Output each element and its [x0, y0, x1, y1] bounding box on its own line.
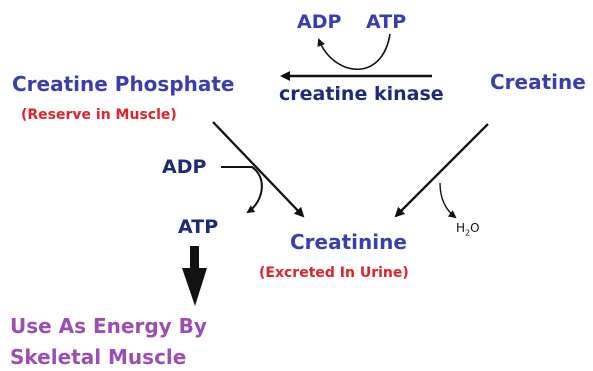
- curved-arrow-adp-to-atp: [221, 166, 263, 214]
- water-subscript: 2: [465, 228, 471, 238]
- creatine-phosphate-label: Creatine Phosphate: [12, 72, 235, 96]
- water-label: H2O: [456, 222, 480, 237]
- enzyme-label: creatine kinase: [279, 83, 444, 105]
- water-h: H: [456, 221, 466, 235]
- adp-label-mid: ADP: [162, 156, 207, 178]
- creatinine-label: Creatinine: [290, 230, 407, 254]
- arrow-creatine-to-creatinine: [394, 123, 489, 218]
- atp-label-top: ATP: [366, 11, 407, 33]
- energy-use-line1: Use As Energy By: [10, 314, 207, 338]
- energy-use-line2: Skeletal Muscle: [10, 345, 187, 369]
- excreted-note: (Excreted In Urine): [259, 265, 409, 281]
- water-o: O: [470, 221, 480, 235]
- curved-arrow-atp-to-adp: [317, 33, 391, 71]
- curved-arrow-h2o: [439, 182, 457, 219]
- atp-label-mid: ATP: [178, 216, 219, 238]
- reserve-note: (Reserve in Muscle): [21, 107, 177, 123]
- adp-label-top: ADP: [297, 11, 342, 33]
- thick-arrow-atp-to-energy: [182, 246, 207, 306]
- arrow-phosphate-to-creatinine: [212, 121, 305, 218]
- creatine-label: Creatine: [490, 70, 586, 94]
